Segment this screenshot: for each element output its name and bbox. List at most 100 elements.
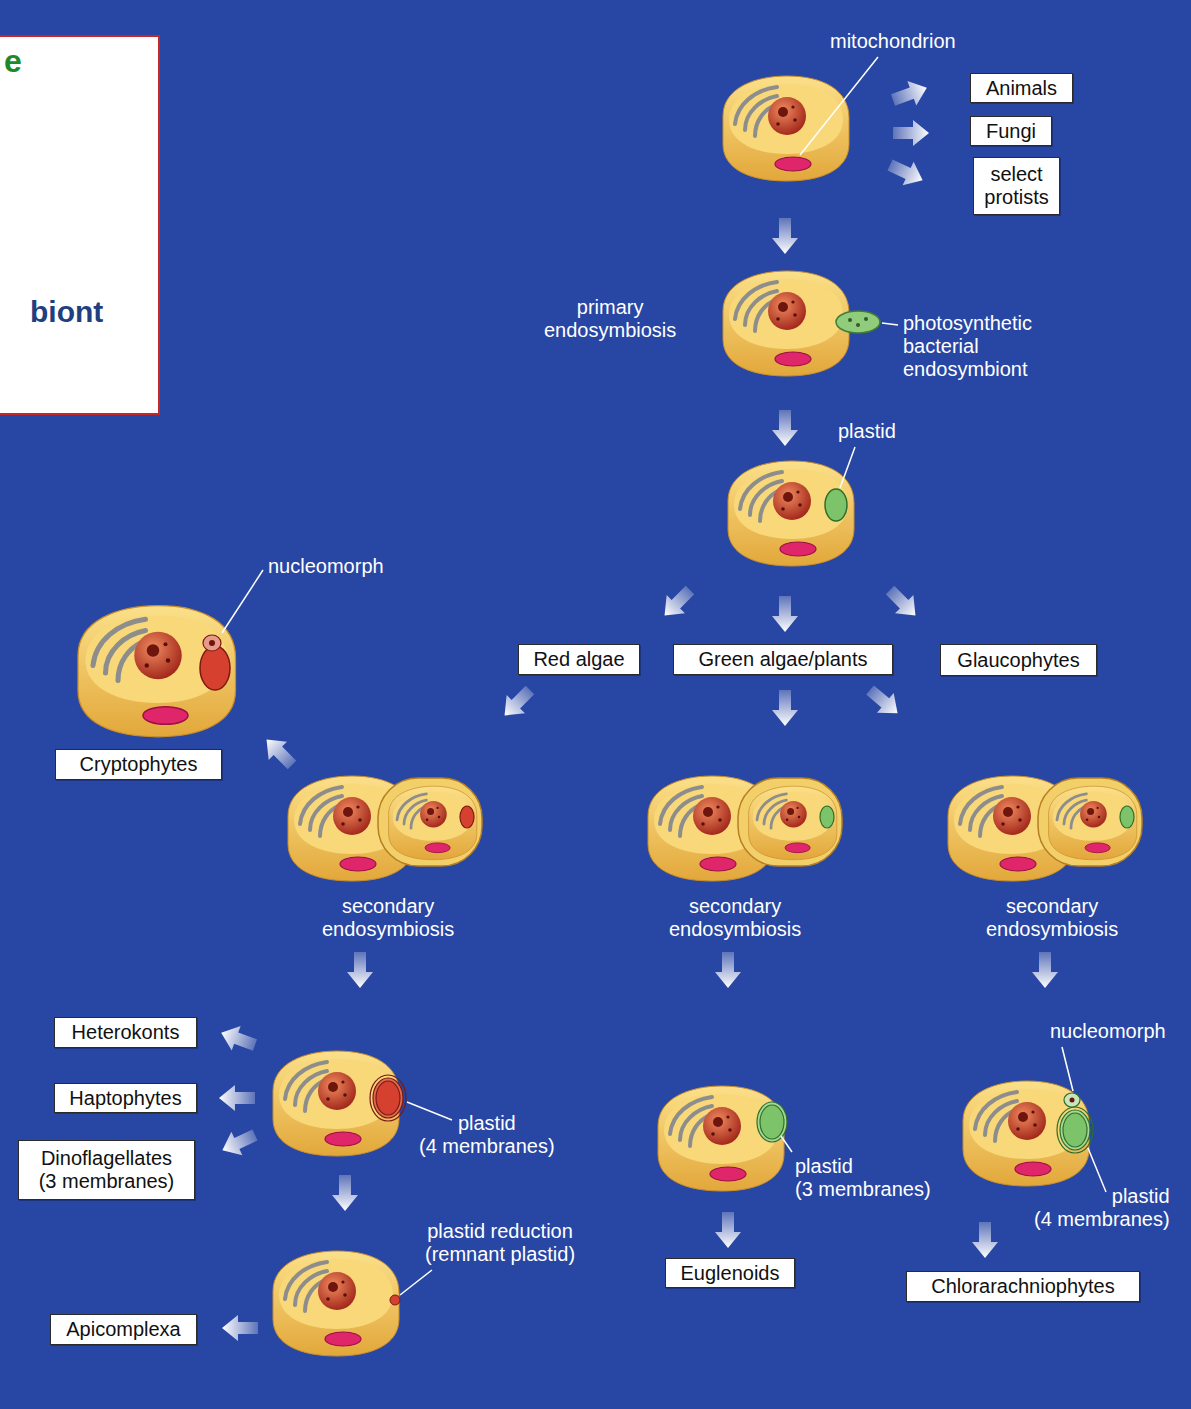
taxon-label: Cryptophytes (80, 753, 198, 776)
group-label-box: Apicomplexa (50, 1314, 197, 1345)
flow-arrow (332, 1175, 358, 1211)
host-cell (963, 1081, 1089, 1186)
text-line: photosynthetic (903, 312, 1032, 335)
text-line: Green algae/plants (698, 648, 867, 670)
text-line: Chlorarachniophytes (931, 1275, 1114, 1297)
green-plastid (760, 1105, 784, 1139)
text-line: Fungi (986, 120, 1036, 142)
red-plastid (376, 1081, 400, 1115)
text-line: (remnant plastid) (425, 1243, 575, 1266)
group-label-box: Red algae (518, 644, 640, 675)
endosymbiont-membrane (738, 778, 842, 866)
flow-arrow (495, 681, 539, 725)
taxon-label: Green algae/plants (698, 648, 867, 671)
text-line: endosymbiosis (986, 918, 1118, 941)
text-line: endosymbiosis (669, 918, 801, 941)
thylakoid-dot (856, 323, 860, 327)
text-line: plastid reduction (425, 1220, 575, 1243)
leader-line (1088, 1148, 1106, 1192)
group-label-box: Cryptophytes (55, 749, 222, 780)
flow-arrow (219, 1085, 255, 1111)
thylakoid-dot (864, 317, 868, 321)
endosymbiont-membrane (378, 778, 482, 866)
text-line: mitochondrion (830, 30, 956, 52)
text-line: plastid (838, 420, 896, 442)
text-line: (3 membranes) (39, 1170, 175, 1193)
text-line: (4 membranes) (1034, 1208, 1170, 1231)
group-label-box: Fungi (970, 116, 1052, 146)
annotation-label: plastid (3 membranes) (795, 1155, 931, 1201)
flow-arrow (772, 690, 798, 726)
flow-arrow (881, 581, 925, 625)
flow-arrow (772, 596, 798, 632)
leader-line (400, 1270, 432, 1295)
leader-line (882, 323, 898, 325)
plastid-membrane (373, 1078, 403, 1118)
eukaryotic-endosymbiont (749, 786, 837, 860)
annotation-label: mitochondrion (830, 30, 956, 53)
heading-fragment: e (4, 43, 22, 80)
taxon-label: Animals (986, 77, 1057, 100)
green-plastid (1063, 1113, 1087, 1147)
text-line: endosymbiosis (322, 918, 454, 941)
text-line: protists (984, 186, 1048, 209)
text-line: Apicomplexa (66, 1318, 181, 1340)
nucleomorph-core (209, 640, 215, 646)
nucleomorph (1064, 1093, 1080, 1107)
text-line: secondary (322, 895, 454, 918)
host-cell (273, 1251, 399, 1356)
text-line: Glaucophytes (957, 649, 1079, 671)
taxon-label: Dinoflagellates (3 membranes) (39, 1147, 175, 1193)
taxon-label: Apicomplexa (66, 1318, 181, 1341)
text-line: plastid (419, 1112, 555, 1135)
annotation-label: plastid reduction (remnant plastid) (425, 1220, 575, 1266)
taxon-label: select protists (984, 163, 1048, 209)
annotation-label: plastid (838, 420, 896, 443)
text-line: nucleomorph (1050, 1020, 1166, 1042)
text-line: select (984, 163, 1048, 186)
text-line: Red algae (533, 648, 624, 670)
red-plastid (200, 646, 230, 690)
remnant-plastid (390, 1295, 400, 1305)
text-line: Cryptophytes (80, 753, 198, 775)
annotation-label: secondary endosymbiosis (669, 895, 801, 941)
annotation-label: photosynthetic bacterial endosymbiont (903, 312, 1032, 381)
group-label-box: Chlorarachniophytes (906, 1271, 1140, 1302)
text-line: (4 membranes) (419, 1135, 555, 1158)
taxon-label: Chlorarachniophytes (931, 1275, 1114, 1298)
annotation-label: secondary endosymbiosis (322, 895, 454, 941)
flow-arrow (222, 1315, 258, 1341)
taxon-label: Heterokonts (72, 1021, 180, 1044)
flow-arrow (1032, 952, 1058, 988)
taxon-label: Haptophytes (69, 1087, 181, 1110)
flow-arrow (257, 730, 301, 774)
plastid-membrane (1057, 1107, 1093, 1153)
note-box: ebiont (0, 35, 160, 415)
plastid-membrane (1060, 1110, 1090, 1150)
text-line: (3 membranes) (795, 1178, 931, 1201)
group-label-box: select protists (973, 157, 1060, 215)
flow-arrow (885, 153, 929, 192)
annotation-label: primary endosymbiosis (544, 296, 676, 342)
leader-lines (222, 57, 1106, 1295)
flow-arrow (772, 218, 798, 254)
text-line: Haptophytes (69, 1087, 181, 1109)
text-line: secondary (669, 895, 801, 918)
host-cell (723, 271, 849, 376)
annotation-label: nucleomorph (268, 555, 384, 578)
group-label-box: Haptophytes (54, 1083, 197, 1113)
text-line: Heterokonts (72, 1021, 180, 1043)
plastid (825, 489, 847, 521)
text-line: nucleomorph (268, 555, 384, 577)
nucleomorph-core (1070, 1098, 1075, 1103)
text-line: Animals (986, 77, 1057, 99)
group-label-box: Euglenoids (665, 1258, 795, 1288)
text-line: Euglenoids (681, 1262, 780, 1284)
red-plastid (460, 806, 474, 828)
leader-line (1062, 1047, 1073, 1091)
annotation-label: plastid (4 membranes) (419, 1112, 555, 1158)
text-line: primary (544, 296, 676, 319)
plastid-membrane (757, 1102, 787, 1142)
flow-arrow (862, 680, 906, 723)
